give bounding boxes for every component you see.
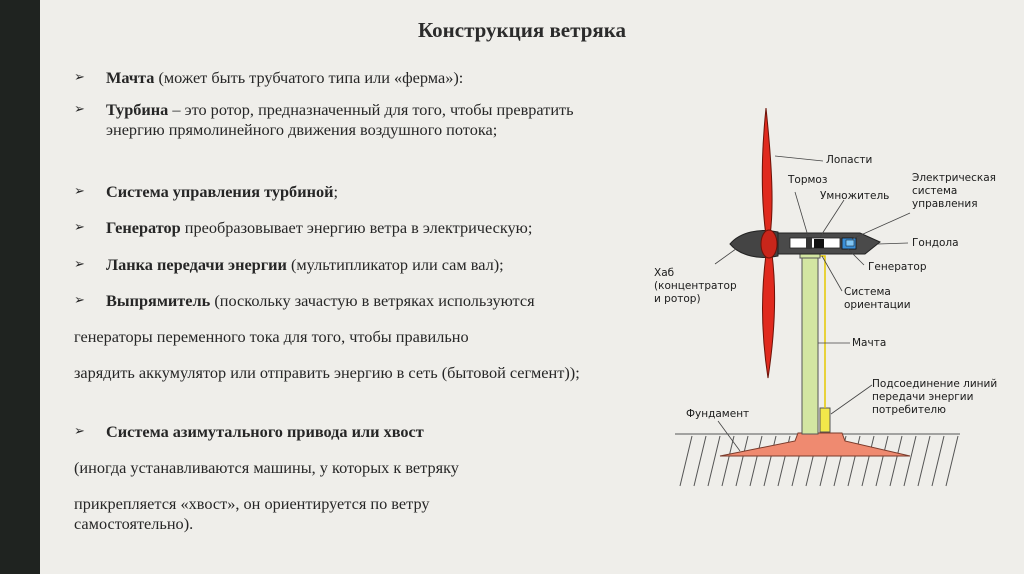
bullet-term: Ланка передачи энергии bbox=[106, 255, 287, 274]
arrow-bullet-icon: ➢ bbox=[74, 220, 85, 235]
arrow-bullet-icon: ➢ bbox=[74, 257, 85, 272]
control-box bbox=[845, 239, 855, 247]
bullet-transmission: ➢ Ланка передачи энергии (мультипликатор… bbox=[74, 255, 626, 275]
foundation-shape bbox=[719, 432, 911, 457]
label-nacelle: Гондола bbox=[912, 237, 959, 249]
label-orientation: Система ориентации bbox=[844, 286, 911, 311]
label-hub: Хаб (концентратор и ротор) bbox=[654, 267, 737, 305]
bullet-text: ; bbox=[333, 182, 339, 201]
label-multiplier: Умножитель bbox=[820, 190, 890, 202]
multiplier-part bbox=[814, 239, 824, 248]
label-blades: Лопасти bbox=[826, 154, 873, 166]
bullet-term: Система управления турбиной bbox=[106, 182, 334, 201]
arrow-bullet-icon: ➢ bbox=[74, 184, 85, 199]
bullet-generator: ➢ Генератор преобразовывает энергию ветр… bbox=[74, 218, 626, 238]
connection-box bbox=[819, 407, 831, 433]
bullet-term: Система азимутального привода или хвост bbox=[106, 422, 424, 441]
arrow-bullet-icon: ➢ bbox=[74, 102, 85, 117]
bullet-text: преобразовывает энергию ветра в электрич… bbox=[180, 218, 533, 237]
paragraph-line: зарядить аккумулятор или отправить энерг… bbox=[74, 363, 580, 382]
power-cable bbox=[820, 255, 826, 408]
label-control-system: Электрическая система управления bbox=[912, 172, 996, 210]
arrow-bullet-icon: ➢ bbox=[74, 70, 85, 85]
paragraph-line: генераторы переменного тока для того, чт… bbox=[74, 327, 469, 346]
bullet-text: – это ротор, предназначенный для того, ч… bbox=[106, 100, 574, 139]
lower-blade-shape bbox=[762, 253, 776, 379]
label-power-connection: Подсоединение линий передачи энергии пот… bbox=[872, 378, 998, 416]
bullet-text: (мультипликатор или сам вал); bbox=[286, 255, 504, 274]
bullet-term: Мачта bbox=[106, 68, 155, 87]
label-foundation: Фундамент bbox=[686, 408, 750, 420]
bullet-term: Выпрямитель bbox=[106, 291, 211, 310]
mast-shape bbox=[801, 255, 819, 435]
upper-blade-shape bbox=[761, 107, 773, 237]
wind-turbine-svg bbox=[675, 107, 960, 487]
arrow-bullet-icon: ➢ bbox=[74, 293, 85, 308]
label-generator: Генератор bbox=[868, 261, 927, 273]
bullet-term: Турбина bbox=[106, 100, 169, 119]
bullet-rectifier: ➢ Выпрямитель (поскольку зачастую в ветр… bbox=[74, 291, 626, 311]
bullet-text: (поскольку зачастую в ветряках использую… bbox=[210, 291, 535, 310]
arrow-bullet-icon: ➢ bbox=[74, 424, 85, 439]
label-brake: Тормоз bbox=[788, 174, 828, 186]
paragraph-line: (иногда устанавливаются машины, у которы… bbox=[74, 458, 459, 477]
bullet-text: (может быть трубчатого типа или «ферма»)… bbox=[154, 68, 464, 87]
bullet-control-system: ➢ Система управления турбиной; bbox=[74, 182, 626, 202]
label-mast: Мачта bbox=[852, 337, 887, 349]
page-title: Конструкция ветряка bbox=[417, 18, 627, 42]
brake-part bbox=[806, 237, 812, 249]
paragraph-line: прикрепляется «хвост», он ориентируется … bbox=[74, 494, 430, 533]
left-accent-bar bbox=[0, 0, 40, 574]
bullet-term: Генератор bbox=[106, 218, 181, 237]
leader-lines bbox=[714, 155, 911, 452]
blade-root bbox=[760, 229, 778, 259]
wind-turbine-diagram: Лопасти Тормоз Умножитель Электрическая … bbox=[620, 96, 1020, 501]
bullet-azimuth-drive: ➢ Система азимутального привода или хвос… bbox=[74, 422, 626, 442]
bullet-turbine: ➢ Турбина – это ротор, предназначенный д… bbox=[74, 100, 626, 140]
bullet-mast: ➢ Мачта (может быть трубчатого типа или … bbox=[74, 68, 626, 88]
